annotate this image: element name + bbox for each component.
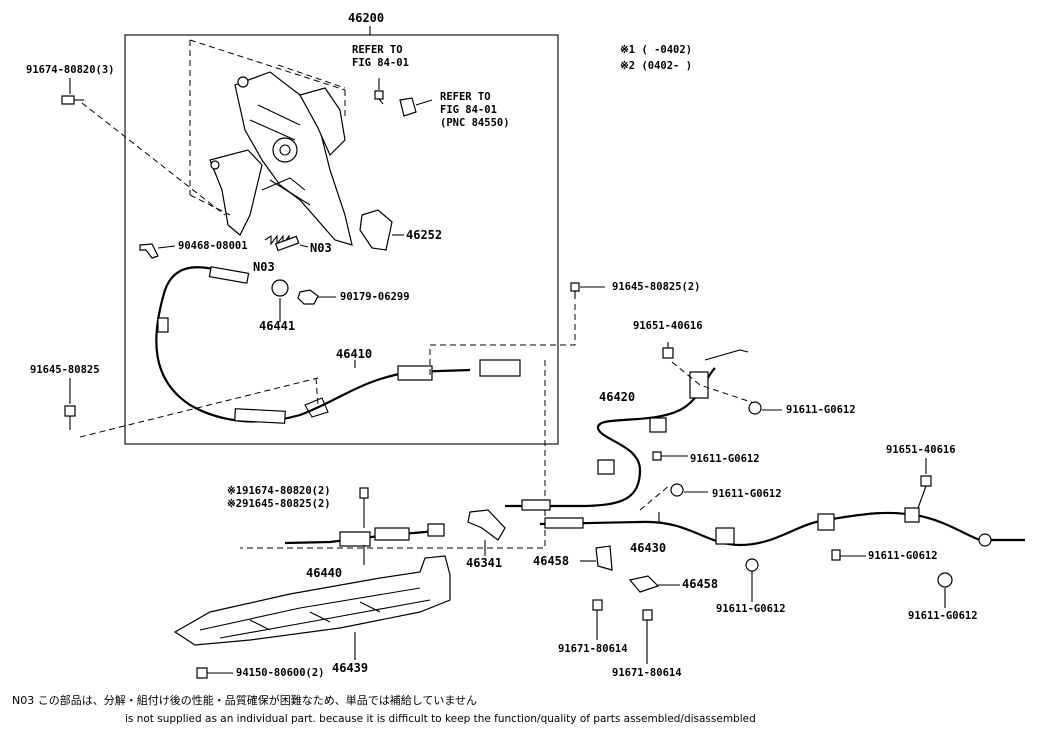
assembly-frame	[124, 34, 559, 445]
label-91651a: 91651-40616	[633, 320, 703, 332]
label-46458b: 46458	[682, 577, 719, 591]
nut-91611e	[745, 558, 759, 572]
cable-46410	[155, 266, 471, 423]
clip-46458b	[628, 575, 660, 593]
bracket-dash-outline	[189, 39, 346, 216]
label-91674-2: ※191674-80820(2)	[227, 485, 331, 497]
label-91645-2b: ※291645-80825(2)	[227, 498, 331, 510]
nut-90179	[297, 289, 319, 305]
label-46341: 46341	[466, 556, 503, 570]
label-refer2c: (PNC 84550)	[440, 117, 510, 129]
bolt-91651b	[920, 475, 932, 487]
label-n03b: N03	[253, 260, 275, 274]
clip-46458a	[595, 545, 613, 571]
label-91611c: 91611-G0612	[712, 488, 782, 500]
label-46441: 46441	[259, 319, 296, 333]
bolt-91674	[61, 95, 84, 105]
nut-91611f	[937, 572, 953, 588]
label-94150: 94150-80600(2)	[236, 667, 325, 679]
label-46430: 46430	[630, 541, 667, 555]
label-refer1: REFER TO	[352, 44, 403, 56]
footer-note-en: is not supplied as an individual part. b…	[125, 713, 756, 725]
label-91611a: 91611-G0612	[786, 404, 856, 416]
label-46458a: 46458	[533, 554, 570, 568]
label-91645: 91645-80825	[30, 364, 100, 376]
bolt-91651a	[662, 347, 674, 359]
part-46252-shape	[359, 209, 393, 251]
label-n03a: N03	[310, 241, 332, 255]
label-91611d: 91611-G0612	[868, 550, 938, 562]
refer-bolt	[374, 78, 384, 105]
nut-91611a	[748, 401, 762, 415]
bolt-91645	[64, 405, 76, 417]
clip-90468	[139, 243, 159, 259]
note-1: ※1 ( -0402)	[620, 44, 693, 56]
bolt-94150	[196, 667, 208, 679]
label-91611b: 91611-G0612	[690, 453, 760, 465]
label-46252: 46252	[406, 228, 443, 242]
bolt-91645-2	[570, 282, 580, 292]
bolt-91671a	[592, 599, 603, 611]
bolt-91671b	[642, 609, 653, 621]
label-90179: 90179-06299	[340, 291, 410, 303]
label-46440: 46440	[306, 566, 343, 580]
label-refer1b: FIG 84-01	[352, 57, 409, 69]
bolt-91611d	[831, 549, 841, 561]
label-91651b: 91651-40616	[886, 444, 956, 456]
refer-clip	[399, 97, 433, 117]
label-46200: 46200	[348, 11, 385, 25]
label-91671a: 91671-80614	[558, 643, 628, 655]
shield-46439	[173, 555, 451, 646]
cable-46420	[505, 367, 716, 508]
bolt-91674-2	[359, 487, 369, 499]
label-46410: 46410	[336, 347, 373, 361]
footer-note-jp: N03 この部品は、分解・組付け後の性能・品質確保が困難なため、単品では補給して…	[12, 694, 478, 707]
nut-91611c	[670, 483, 684, 497]
pedal-bracket	[209, 71, 353, 246]
label-91674-3: 91674-80820(3)	[26, 64, 115, 76]
spring-n03	[264, 234, 309, 252]
note-2: ※2 (0402- )	[620, 60, 693, 72]
bracket-46341	[467, 509, 506, 541]
cable-46430	[539, 511, 1025, 547]
label-46420: 46420	[599, 390, 636, 404]
bolt-91611b	[652, 451, 662, 461]
label-90468: 90468-08001	[178, 240, 248, 252]
label-refer2: REFER TO	[440, 91, 491, 103]
label-91611e: 91611-G0612	[716, 603, 786, 615]
label-46439: 46439	[332, 661, 369, 675]
label-91611f: 91611-G0612	[908, 610, 978, 622]
nut-46441	[271, 279, 289, 297]
label-91671b: 91671-80614	[612, 667, 682, 679]
label-refer2b: FIG 84-01	[440, 104, 497, 116]
label-91645-2: 91645-80825(2)	[612, 281, 701, 293]
